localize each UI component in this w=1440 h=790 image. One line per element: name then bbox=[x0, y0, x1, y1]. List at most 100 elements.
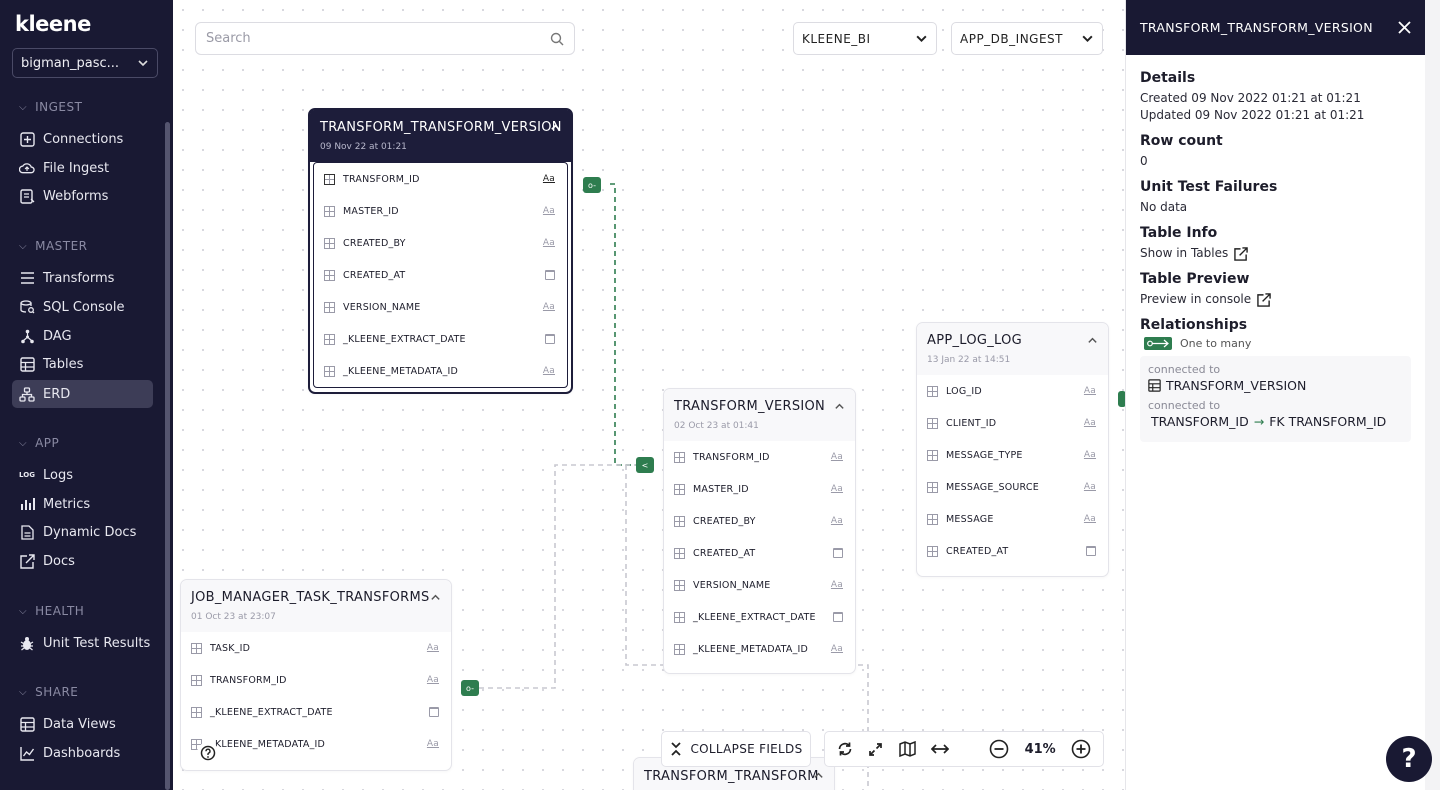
chevron-up-icon[interactable] bbox=[550, 122, 561, 136]
section-share[interactable]: ⌵SHARE bbox=[19, 684, 78, 700]
collapse-fields-button[interactable]: COLLAPSE FIELDS bbox=[661, 731, 811, 767]
chevron-up-icon[interactable] bbox=[813, 770, 824, 784]
table-header[interactable]: JOB_MANAGER_TASK_TRANSFORMS 01 Oct 23 at… bbox=[181, 580, 451, 632]
chevron-up-icon[interactable] bbox=[430, 592, 441, 606]
sidebar-scrollbar[interactable] bbox=[165, 122, 170, 790]
field-name: VERSION_NAME bbox=[693, 579, 771, 591]
calendar-icon bbox=[429, 707, 439, 717]
sidebar-item-logs[interactable]: LOG Logs bbox=[12, 461, 153, 489]
table-name: TRANSFORM_VERSION bbox=[674, 399, 826, 414]
account-selector[interactable]: bigman_pasc... bbox=[12, 48, 158, 78]
fork-icon[interactable]: < bbox=[636, 457, 654, 473]
table-icon bbox=[324, 333, 335, 345]
sidebar-item-docs[interactable]: Docs bbox=[12, 547, 153, 575]
text-type-icon: Aa bbox=[542, 238, 555, 248]
show-in-tables-link[interactable]: Show in Tables bbox=[1140, 245, 1411, 262]
chevron-down-icon bbox=[916, 35, 927, 43]
sidebar-item-dynamic-docs[interactable]: Dynamic Docs bbox=[12, 518, 153, 546]
search-placeholder: Search bbox=[206, 31, 251, 46]
table-header[interactable]: TRANSFORM_TRANSFORM_VERSION 09 Nov 22 at… bbox=[310, 110, 571, 162]
details-heading: Details bbox=[1140, 70, 1196, 86]
sidebar-item-file-ingest[interactable]: File Ingest bbox=[12, 154, 153, 182]
sidebar-item-data-views[interactable]: Data Views bbox=[12, 710, 153, 738]
zoom-out-icon[interactable] bbox=[989, 739, 1009, 759]
sidebar-item-label: File Ingest bbox=[43, 160, 110, 176]
preview-in-console-link[interactable]: Preview in console bbox=[1140, 291, 1411, 308]
key-icon[interactable] bbox=[1118, 391, 1125, 407]
field-row[interactable]: _KLEENE_EXTRACT_DATE bbox=[314, 323, 567, 355]
table-icon bbox=[1148, 379, 1161, 392]
sidebar-item-webforms[interactable]: Webforms bbox=[12, 182, 153, 210]
close-icon[interactable] bbox=[1398, 21, 1411, 34]
table-node-job-manager-task-transforms[interactable]: JOB_MANAGER_TASK_TRANSFORMS 01 Oct 23 at… bbox=[180, 579, 452, 771]
sidebar-item-unit-test-results[interactable]: Unit Test Results bbox=[12, 629, 153, 657]
section-app[interactable]: ⌵APP bbox=[19, 435, 59, 451]
chevron-up-icon[interactable] bbox=[834, 401, 845, 415]
schema-select[interactable]: APP_DB_INGEST bbox=[951, 22, 1103, 55]
table-node-transform-transform-version[interactable]: TRANSFORM_TRANSFORM_VERSION 09 Nov 22 at… bbox=[308, 108, 573, 394]
connected-table: TRANSFORM_VERSION bbox=[1148, 378, 1403, 393]
table-icon bbox=[324, 173, 335, 185]
connected-to-label: connected to bbox=[1148, 363, 1221, 376]
section-health[interactable]: ⌵HEALTH bbox=[19, 603, 84, 619]
sidebar-item-transforms[interactable]: Transforms bbox=[12, 264, 153, 292]
sidebar-item-erd[interactable]: ERD bbox=[12, 380, 153, 408]
table-icon bbox=[191, 642, 202, 654]
help-mini-icon[interactable] bbox=[197, 742, 219, 764]
sidebar-item-connections[interactable]: Connections bbox=[12, 125, 153, 153]
key-icon[interactable]: o- bbox=[583, 177, 601, 193]
help-button[interactable]: ? bbox=[1386, 736, 1432, 782]
expand-icon[interactable] bbox=[868, 742, 883, 757]
table-header[interactable]: TRANSFORM_VERSION 02 Oct 23 at 01:41 bbox=[664, 389, 855, 441]
section-master[interactable]: ⌵MASTER bbox=[19, 238, 88, 254]
table-icon bbox=[927, 385, 938, 397]
key-icon[interactable]: o- bbox=[461, 680, 479, 696]
map-icon[interactable] bbox=[898, 741, 916, 757]
relationship-card[interactable]: connected to TRANSFORM_VERSION connected… bbox=[1140, 356, 1411, 442]
erd-canvas[interactable]: Search KLEENE_BI APP_DB_INGEST TRANSFORM… bbox=[173, 0, 1125, 790]
field-row[interactable]: CREATED_AT bbox=[917, 535, 1108, 567]
sidebar-item-metrics[interactable]: Metrics bbox=[12, 490, 153, 518]
zoom-in-icon[interactable] bbox=[1071, 739, 1091, 759]
sidebar-item-dag[interactable]: DAG bbox=[12, 322, 153, 350]
refresh-icon[interactable] bbox=[837, 741, 853, 757]
row-count-value: 0 bbox=[1140, 154, 1148, 168]
table-header[interactable]: APP_LOG_LOG 13 Jan 22 at 14:51 bbox=[917, 323, 1108, 375]
field-row[interactable]: CREATED_AT bbox=[314, 259, 567, 291]
chevron-down-icon: ⌵ bbox=[19, 605, 28, 617]
field-row[interactable]: _KLEENE_EXTRACT_DATE bbox=[664, 601, 855, 633]
section-ingest[interactable]: ⌵INGEST bbox=[19, 99, 82, 115]
search-input[interactable]: Search bbox=[195, 22, 575, 55]
sidebar-item-dashboards[interactable]: Dashboards bbox=[12, 739, 153, 767]
text-type-icon: Aa bbox=[542, 174, 555, 184]
horizontal-arrows-icon[interactable] bbox=[930, 743, 949, 755]
database-select[interactable]: KLEENE_BI bbox=[793, 22, 937, 55]
field-row[interactable]: CREATED_AT bbox=[664, 537, 855, 569]
table-node-transform-version[interactable]: TRANSFORM_VERSION 02 Oct 23 at 01:41 TRA… bbox=[663, 388, 856, 674]
chevron-up-icon[interactable] bbox=[1087, 335, 1098, 349]
field-row[interactable]: _KLEENE_EXTRACT_DATE bbox=[181, 696, 451, 728]
sidebar-item-sql-console[interactable]: SQL Console bbox=[12, 293, 153, 321]
canvas-controls: 41% bbox=[824, 731, 1104, 767]
sidebar-item-tables[interactable]: Tables bbox=[12, 350, 153, 378]
connected-table-name: TRANSFORM_VERSION bbox=[1166, 378, 1307, 393]
